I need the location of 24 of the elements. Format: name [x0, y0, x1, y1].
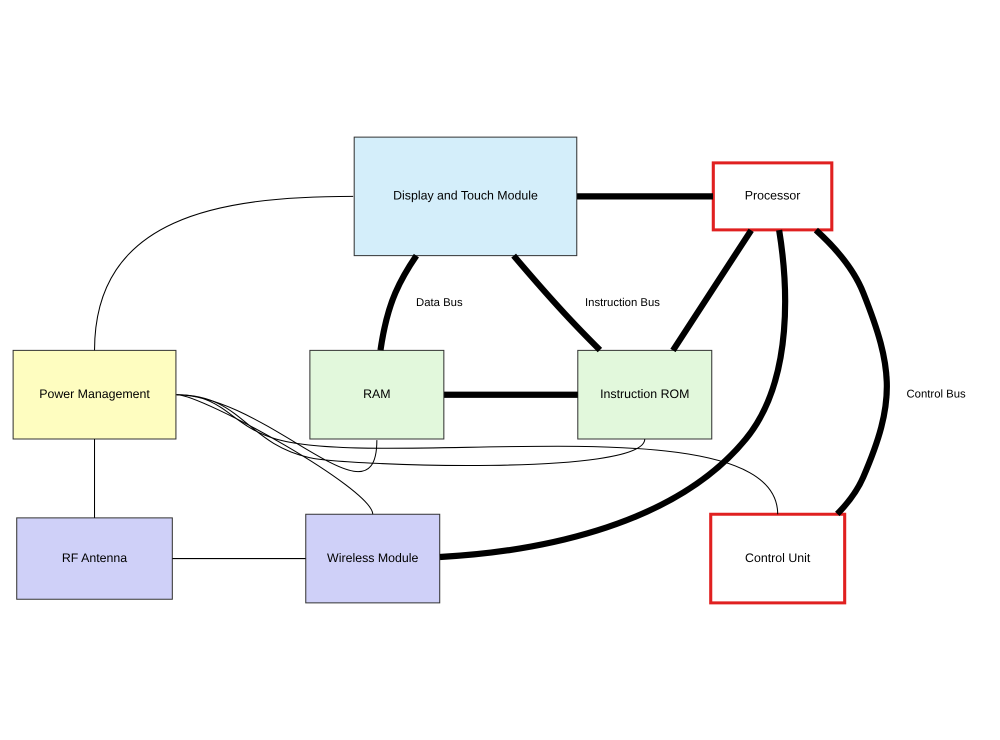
connector — [377, 254, 419, 351]
node-box: Control Unit — [709, 512, 846, 604]
connector — [176, 394, 778, 514]
connector — [444, 392, 578, 398]
connector — [814, 228, 890, 516]
connector — [670, 228, 754, 352]
edge-label: Control Bus — [906, 388, 966, 401]
node-box: Display and Touch Module — [354, 136, 578, 256]
edge-label: Instruction Bus — [585, 296, 660, 309]
connector — [94, 439, 96, 518]
node-box: Instruction ROM — [577, 350, 712, 440]
node-box: Processor — [712, 161, 834, 232]
node-box: RAM — [309, 350, 444, 440]
connector — [176, 394, 378, 472]
node-box: Wireless Module — [305, 514, 440, 604]
edge-label: Data Bus — [416, 296, 463, 309]
node-box: Power Management — [12, 350, 176, 440]
connector — [94, 196, 354, 350]
connector — [511, 254, 602, 352]
connector — [440, 230, 788, 560]
connector — [577, 193, 713, 200]
connector — [172, 558, 306, 560]
connector — [176, 394, 374, 514]
node-box: RF Antenna — [16, 517, 173, 600]
